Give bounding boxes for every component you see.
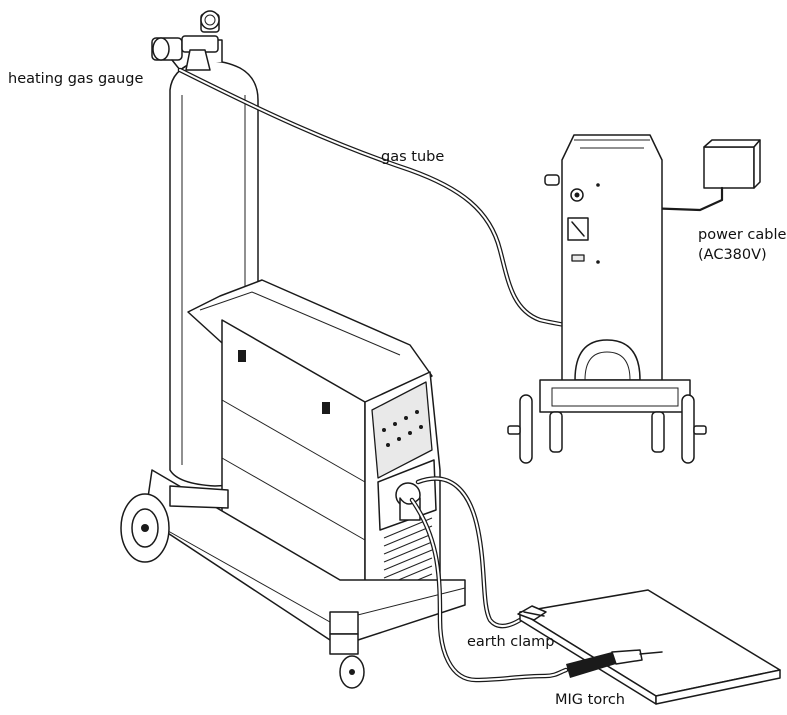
earth-clamp [517,605,547,621]
label-power-cable-voltage: (AC380V) [698,247,767,263]
label-heating-gas-gauge: heating gas gauge [8,71,144,87]
gas-regulator [151,10,220,71]
power-supply-box [703,139,761,189]
label-gas-tube: gas tube [381,149,445,165]
welder-rear-view [507,134,707,464]
mig-torch [566,649,663,678]
workpiece-plate [519,589,781,705]
welder-front-unit [120,279,466,689]
label-mig-torch: MIG torch [555,692,625,708]
label-earth-clamp: earth clamp [467,634,555,650]
label-power-cable: power cable [698,227,787,243]
